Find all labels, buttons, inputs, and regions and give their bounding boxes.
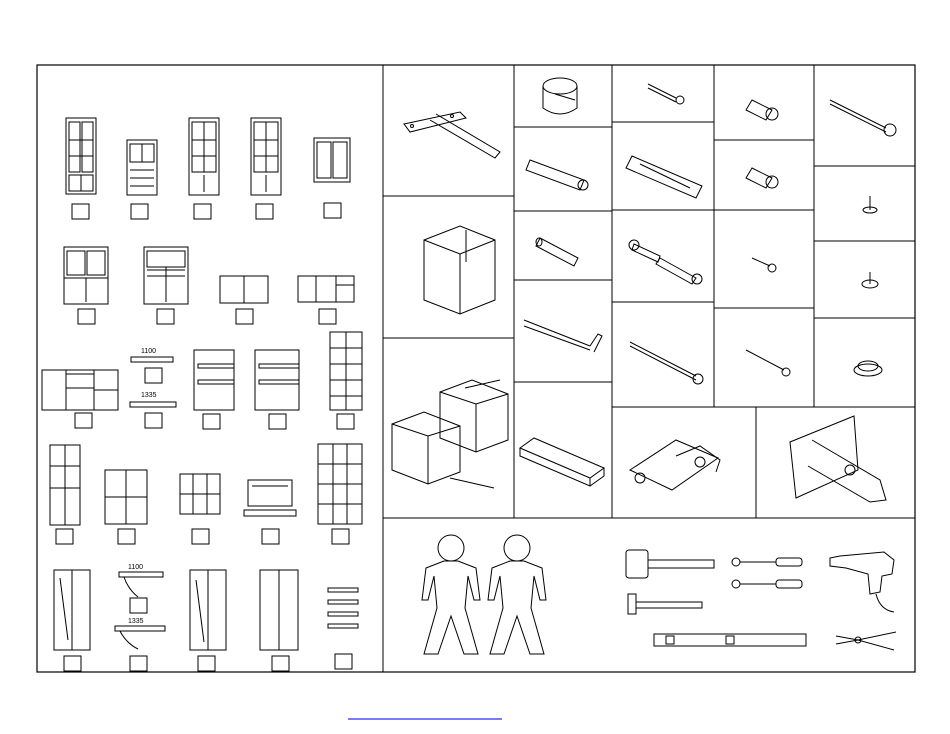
rubber-bumper-icon bbox=[854, 361, 882, 376]
small-screw-icon bbox=[752, 258, 776, 272]
checkbox[interactable] bbox=[192, 529, 209, 544]
long-screw-icon bbox=[630, 342, 703, 384]
furniture-glide-icon bbox=[862, 272, 878, 288]
pin-connector-icon bbox=[746, 100, 778, 120]
glass-door-wardrobe-icon bbox=[190, 570, 226, 650]
wall-shelf-1100-icon: 1100 bbox=[131, 348, 173, 362]
hammer-icon bbox=[628, 594, 702, 614]
checkbox[interactable] bbox=[131, 204, 148, 219]
sideboard-glass-icon bbox=[64, 247, 108, 304]
concealed-hinge-icon bbox=[630, 440, 720, 490]
sideboard-drawers-icon bbox=[144, 247, 188, 304]
coat-rack-icon bbox=[244, 480, 296, 516]
checkbox[interactable] bbox=[262, 529, 279, 544]
shelf-pin-icon bbox=[746, 168, 778, 188]
checkbox[interactable] bbox=[198, 656, 215, 671]
checkbox[interactable] bbox=[203, 414, 220, 429]
single-door-vitrine-icon bbox=[251, 118, 281, 195]
checkbox[interactable] bbox=[332, 529, 349, 544]
cam-lock-icon bbox=[543, 78, 577, 114]
checkbox[interactable] bbox=[72, 204, 89, 219]
wide-sideboard-icon bbox=[42, 370, 118, 410]
shelf-label-1335: 1335 bbox=[141, 392, 157, 399]
hanging-bracket-pair-icon bbox=[392, 380, 508, 488]
checkbox[interactable] bbox=[337, 414, 354, 429]
l-bolt-icon bbox=[524, 320, 602, 352]
checkbox[interactable] bbox=[157, 309, 174, 324]
tall-glass-cabinet-icon bbox=[66, 118, 96, 194]
checkbox[interactable] bbox=[130, 598, 147, 613]
shelf-label-1335-lit: 1335 bbox=[128, 618, 144, 625]
mirror-wardrobe-icon bbox=[54, 570, 90, 650]
checkbox[interactable] bbox=[64, 656, 81, 671]
lit-shelf-1100-icon: 1100 bbox=[119, 564, 163, 597]
checkbox[interactable] bbox=[130, 656, 147, 671]
corner-connector-icon bbox=[424, 226, 495, 314]
checkbox[interactable] bbox=[324, 203, 341, 218]
checkbox[interactable] bbox=[335, 654, 352, 669]
wall-cabinet-icon bbox=[314, 138, 350, 182]
wall-shelf-1335-icon: 1335 bbox=[130, 392, 176, 407]
cube-shelf-icon bbox=[180, 474, 220, 514]
two-door-wardrobe-icon bbox=[260, 570, 298, 650]
checkbox[interactable] bbox=[269, 414, 286, 429]
checkbox[interactable] bbox=[319, 309, 336, 324]
checkbox[interactable] bbox=[236, 309, 253, 324]
tall-bookcase-icon bbox=[330, 332, 362, 410]
checkbox[interactable] bbox=[56, 529, 73, 544]
person-icon bbox=[422, 535, 480, 654]
nail-icon bbox=[746, 350, 790, 376]
checkbox[interactable] bbox=[194, 204, 211, 219]
grid-bookcase-icon bbox=[318, 444, 362, 524]
shelf-support-bracket-icon bbox=[790, 416, 886, 502]
checkbox[interactable] bbox=[272, 656, 289, 671]
checkbox[interactable] bbox=[78, 309, 95, 324]
checkbox[interactable] bbox=[145, 368, 162, 383]
hardware-parts bbox=[392, 78, 896, 502]
checkbox[interactable] bbox=[75, 413, 92, 428]
furniture-catalogue: 1100 1335 bbox=[42, 118, 362, 671]
four-door-cabinet-icon bbox=[105, 470, 147, 524]
checkbox[interactable] bbox=[256, 204, 273, 219]
flat-screwdriver-icon bbox=[732, 558, 802, 566]
lit-shelf-1335-icon: 1335 bbox=[115, 618, 165, 649]
checkbox[interactable] bbox=[145, 413, 162, 428]
tools bbox=[626, 550, 896, 650]
furniture-checkboxes[interactable] bbox=[56, 203, 354, 671]
chest-cabinet-icon bbox=[127, 140, 157, 195]
screw-short-icon bbox=[648, 84, 684, 104]
power-drill-icon bbox=[830, 552, 894, 612]
wall-plug-icon bbox=[626, 156, 702, 198]
tall-vitrine-icon bbox=[189, 118, 219, 195]
wall-panel-double-shelf-icon bbox=[255, 350, 299, 410]
checkbox[interactable] bbox=[118, 529, 135, 544]
shelf-label-1100-lit: 1100 bbox=[128, 564, 143, 571]
narrow-tall-cabinet-icon bbox=[50, 445, 80, 525]
wood-dowel-icon bbox=[536, 238, 578, 266]
tv-bench-icon bbox=[298, 276, 354, 302]
spirit-level-icon bbox=[654, 634, 806, 646]
shelf-label-1100: 1100 bbox=[141, 348, 156, 355]
person-icon bbox=[488, 535, 546, 654]
mallet-icon bbox=[626, 550, 714, 578]
cam-dowel-icon bbox=[526, 160, 588, 190]
connector-bolt-pair-icon bbox=[629, 240, 702, 284]
phillips-screwdriver-icon bbox=[732, 580, 802, 588]
glass-shelves-icon bbox=[328, 588, 358, 628]
shelf-bracket-icon bbox=[404, 112, 500, 158]
two-person-assembly-icon bbox=[422, 535, 546, 654]
long-wood-screw-icon bbox=[830, 100, 896, 136]
nail-glide-icon bbox=[863, 196, 877, 213]
wall-panel-shelves-icon bbox=[194, 350, 234, 410]
low-cabinet-icon bbox=[220, 276, 268, 303]
hanging-rail-icon bbox=[520, 438, 604, 486]
pliers-icon bbox=[836, 632, 896, 650]
